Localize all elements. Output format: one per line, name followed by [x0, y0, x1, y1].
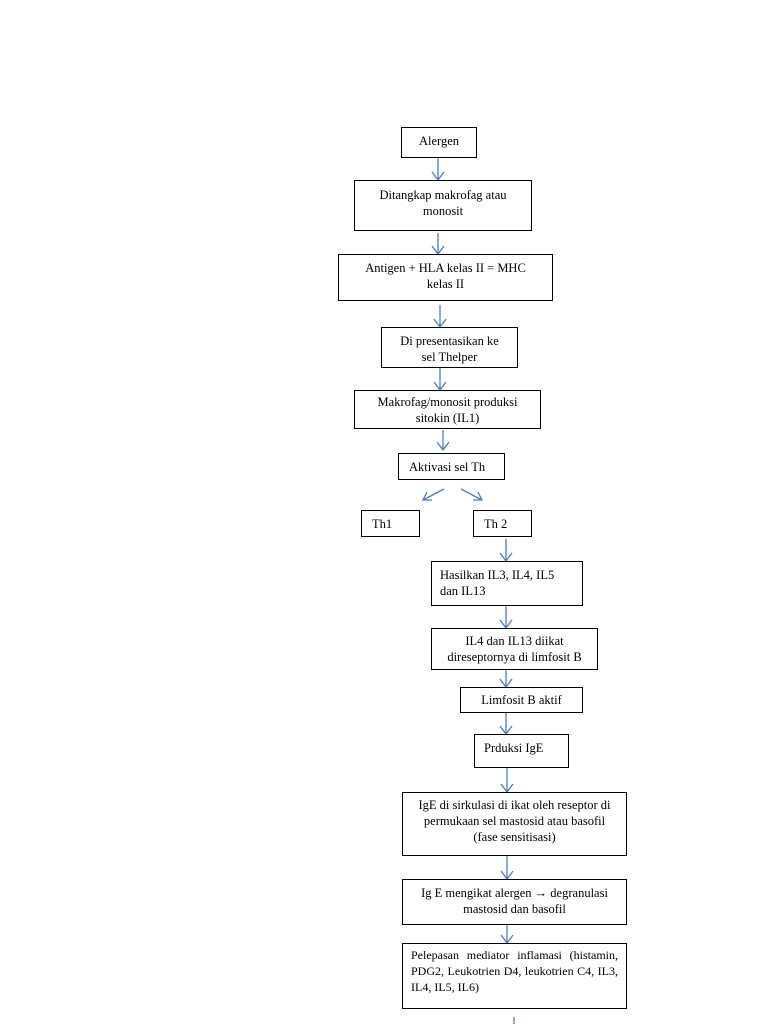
antigen-box: Antigen + HLA kelas II = MHC kelas II: [338, 254, 553, 301]
th2-text: Th 2: [484, 517, 508, 531]
produksi-text: Prduksi IgE: [484, 741, 544, 755]
th2-box: Th 2: [473, 510, 532, 537]
mengikat-box: Ig E mengikat alergen → degranulasi mast…: [402, 879, 627, 925]
presentasi-line-1: Di presentasikan ke: [400, 334, 499, 348]
arrow-diagonal-left: [421, 488, 445, 501]
alergen-text: Alergen: [418, 134, 460, 148]
arrow-down: [500, 925, 514, 945]
presentasi-line-2: sel Thelper: [421, 350, 478, 364]
hasilkan-line-2: dan IL13: [440, 584, 486, 598]
ige-line-1: IgE di sirkulasi di ikat oleh reseptor d…: [418, 798, 611, 812]
antigen-line-2: kelas II: [426, 277, 465, 291]
il4-line-1: IL4 dan IL13 diikat: [465, 634, 564, 648]
makrofag-line-2: sitokin (IL1): [415, 411, 480, 425]
aktivasi-box: Aktivasi sel Th: [398, 453, 505, 480]
ige-box: IgE di sirkulasi di ikat oleh reseptor d…: [402, 792, 627, 856]
ditangkap-box: Ditangkap makrofag atau monosit: [354, 180, 532, 231]
hasilkan-line-1: Hasilkan IL3, IL4, IL5: [440, 568, 555, 582]
makrofag-line-1: Makrofag/monosit produksi: [377, 395, 518, 409]
alergen-box: Alergen: [401, 127, 477, 158]
arrow-down: [499, 606, 513, 630]
pelepasan-text: Pelepasan mediator inflamasi (histamin, …: [411, 948, 618, 994]
ditangkap-line-1: Ditangkap makrofag atau: [379, 188, 507, 202]
th1-box: Th1: [361, 510, 420, 537]
ige-line-3: (fase sensitisasi): [473, 830, 556, 844]
arrow-down: [436, 430, 450, 452]
antigen-line-1: Antigen + HLA kelas II = MHC: [365, 261, 526, 275]
ige-line-2: permukaan sel mastosid atau basofil: [423, 814, 606, 828]
arrow-diagonal-right: [460, 488, 484, 501]
th1-text: Th1: [372, 517, 393, 531]
mengikat-line-1: Ig E mengikat alergen → degranulasi: [421, 886, 608, 900]
pelepasan-box: Pelepasan mediator inflamasi (histamin, …: [402, 943, 627, 1009]
ditangkap-line-2: monosit: [422, 204, 464, 218]
limfosit-text: Limfosit B aktif: [481, 693, 562, 707]
arrow-down: [500, 856, 514, 881]
limfosit-box: Limfosit B aktif: [460, 687, 583, 713]
arrow-down: [431, 233, 445, 256]
arrow-down: [500, 768, 514, 794]
arrow-down: [433, 368, 447, 392]
makrofag-box: Makrofag/monosit produksi sitokin (IL1): [354, 390, 541, 429]
arrow-down: [499, 539, 513, 563]
il4-box: IL4 dan IL13 diikat direseptornya di lim…: [431, 628, 598, 670]
presentasi-box: Di presentasikan ke sel Thelper: [381, 327, 518, 368]
produksi-box: Prduksi IgE: [474, 734, 569, 768]
il4-line-2: direseptornya di limfosit B: [447, 650, 582, 664]
mengikat-line-2: mastosid dan basofil: [463, 902, 566, 916]
aktivasi-text: Aktivasi sel Th: [409, 460, 486, 474]
hasilkan-box: Hasilkan IL3, IL4, IL5 dan IL13: [431, 561, 583, 606]
arrow-down: [431, 158, 445, 182]
arrow-down: [499, 712, 513, 736]
arrow-down: [433, 305, 447, 329]
